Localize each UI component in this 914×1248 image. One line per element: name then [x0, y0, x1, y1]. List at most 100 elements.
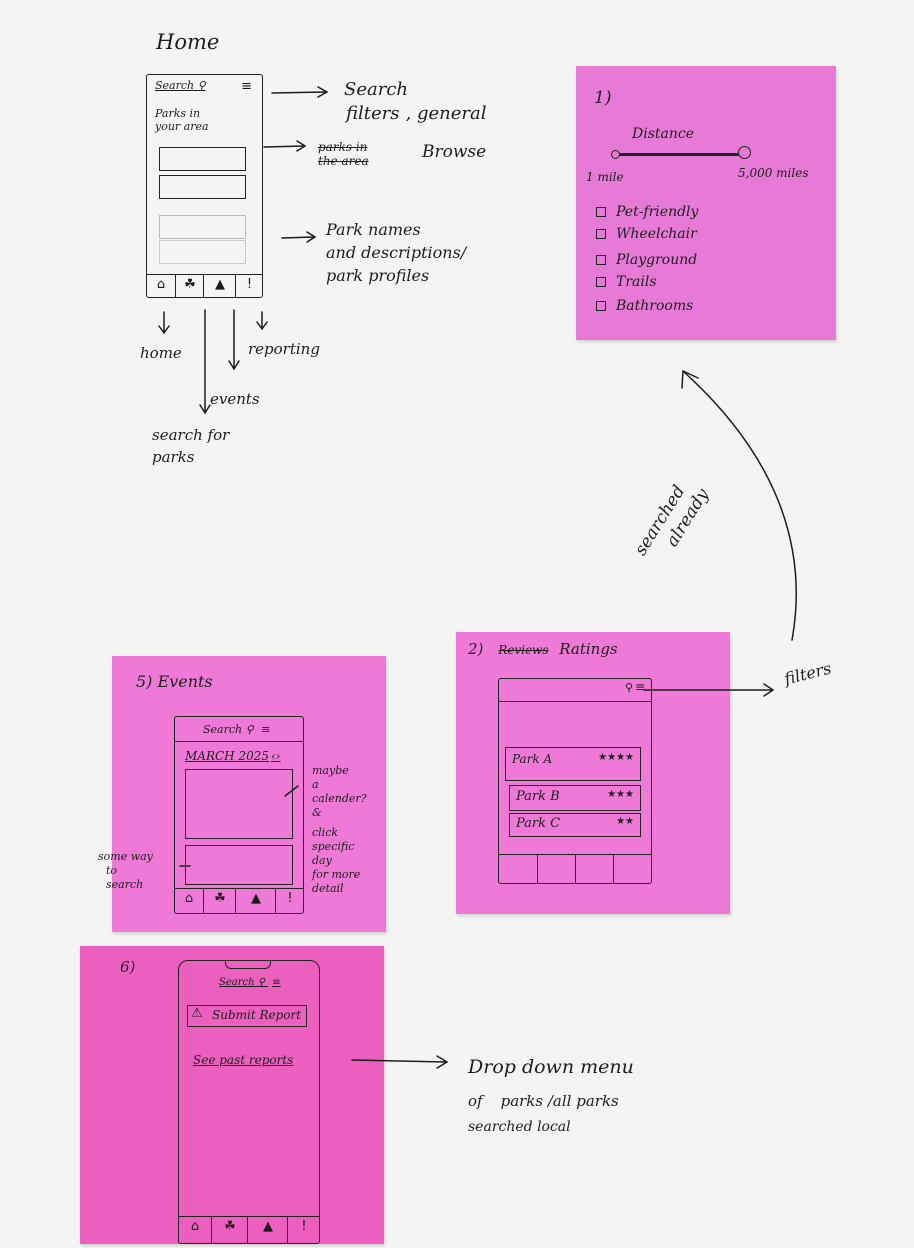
annotation-maybe-calendar: maybe a calender? & click specific day f…: [312, 764, 367, 895]
park-card: [159, 215, 246, 239]
bottom-nav: [499, 854, 651, 883]
search-box[interactable]: [185, 845, 293, 885]
filter-option-bathrooms[interactable]: Bathrooms: [596, 298, 693, 314]
home-icon: ⌂: [190, 1219, 200, 1234]
submit-report-button[interactable]: ⚠ Submit Report: [187, 1005, 307, 1027]
annotation-filters: filters: [782, 658, 834, 689]
tree-icon: ☘: [211, 1217, 248, 1243]
annotation-some-way-to-search: some way to search: [98, 850, 153, 891]
phone-notch: [225, 960, 271, 969]
search-icon: ⚲: [245, 723, 254, 736]
menu-icon: ≡: [261, 723, 271, 736]
events-phone-frame: Search ⚲ ≡ MARCH 2025‹› ⌂ ☘ ▲ !: [174, 716, 304, 914]
bottom-nav: ⌂ ☘ ▲ !: [179, 1216, 319, 1243]
checkbox[interactable]: [596, 277, 606, 287]
park-row[interactable]: Park A ★★★★: [505, 747, 641, 781]
home-title: Home: [156, 30, 220, 54]
bottom-nav: ⌂ ☘ ▲ !: [175, 888, 303, 913]
alert-icon: !: [287, 1217, 320, 1243]
search-label: Search ⚲ ≡: [203, 723, 271, 736]
note-number: 1): [594, 88, 612, 108]
see-past-reports-button[interactable]: See past reports: [193, 1053, 294, 1067]
checkbox[interactable]: [596, 255, 606, 265]
header-divider: [499, 701, 651, 702]
arrow-to-browse-annotation: [263, 140, 307, 152]
arrow-to-park-names-annotation: [281, 231, 317, 243]
warning-icon: ⚠: [191, 1006, 203, 1021]
filter-option-trails[interactable]: Trails: [596, 274, 657, 290]
events-icon: [575, 855, 614, 883]
park-card: [159, 175, 246, 199]
search-label: Search ⚲: [155, 79, 206, 92]
tree-icon: ☘: [175, 275, 204, 297]
ratings-phone-frame: ⚲ ≡ Park A ★★★★ Park B ★★★ Park C ★★: [498, 678, 652, 884]
month-label[interactable]: MARCH 2025‹›: [185, 749, 281, 763]
annotation-events: events: [210, 390, 260, 408]
header-divider: [175, 741, 303, 742]
events-title: 5) Events: [136, 672, 213, 691]
tree-icon: [537, 855, 576, 883]
home-icon: ⌂: [156, 277, 166, 292]
park-card: [159, 147, 246, 171]
annotation-search: Search filters, general: [344, 79, 487, 124]
filter-option-pet-friendly[interactable]: Pet-friendly: [596, 204, 698, 220]
filters-note: 1) Distance 1 mile 5,000 miles Pet-frien…: [576, 66, 836, 340]
search-label: Search ⚲ ≡: [219, 977, 281, 988]
checkbox[interactable]: [596, 301, 606, 311]
park-row[interactable]: Park B ★★★: [509, 785, 641, 811]
reports-number: 6): [120, 958, 136, 976]
search-icon: ⚲: [257, 977, 266, 988]
search-icon: ⚲: [197, 79, 206, 92]
distance-max-label: 5,000 miles: [738, 166, 809, 180]
distance-slider-max-handle[interactable]: [738, 146, 751, 159]
park-row[interactable]: Park C ★★: [509, 813, 641, 837]
menu-icon: ≡: [241, 79, 252, 94]
alert-icon: !: [275, 889, 304, 913]
arrow-to-search-annotation: [271, 86, 329, 98]
ratings-title: 2) Reviews Ratings: [468, 640, 618, 658]
menu-icon: ≡: [634, 680, 645, 694]
distance-slider-track[interactable]: [616, 153, 746, 156]
alert-icon: !: [235, 275, 263, 297]
annotation-browse: Browse: [422, 142, 487, 162]
park-name: Park A: [512, 752, 553, 766]
distance-slider-min-handle[interactable]: [611, 150, 620, 159]
arrow-to-reporting-label: [256, 311, 268, 331]
reports-note: 6) Search ⚲ ≡ ⚠ Submit Report See past r…: [80, 946, 384, 1244]
filter-option-playground[interactable]: Playground: [596, 252, 697, 268]
filter-option-wheelchair[interactable]: Wheelchair: [596, 226, 697, 242]
park-card: [159, 240, 246, 264]
events-icon: ▲: [203, 275, 236, 297]
annotation-park-names: Park names and descriptions/ park profil…: [326, 220, 467, 285]
arrow-to-events-label: [228, 309, 240, 371]
arrow-to-home-label: [158, 311, 170, 335]
rating-stars-icon: ★★★: [607, 789, 634, 800]
alert-icon: [613, 855, 652, 883]
menu-icon: ≡: [272, 977, 281, 988]
chevron-left-right-icon[interactable]: ‹›: [271, 749, 281, 763]
distance-label: Distance: [632, 126, 695, 142]
bottom-nav: ⌂ ☘ ▲ !: [147, 274, 262, 297]
events-icon: ▲: [235, 889, 276, 913]
search-icon: ⚲: [624, 681, 633, 694]
calendar-box[interactable]: [185, 769, 293, 839]
reports-phone-frame: Search ⚲ ≡ ⚠ Submit Report See past repo…: [178, 960, 320, 1244]
checkbox[interactable]: [596, 207, 606, 217]
ratings-note: 2) Reviews Ratings ⚲ ≡ Park A ★★★★ Park …: [456, 632, 730, 914]
annotation-reporting: reporting: [248, 340, 320, 358]
checkbox[interactable]: [596, 229, 606, 239]
rating-stars-icon: ★★: [616, 816, 634, 827]
park-name: Park C: [516, 816, 561, 831]
events-note: 5) Events Search ⚲ ≡ MARCH 2025‹› ⌂ ☘ ▲ …: [98, 656, 386, 932]
rating-stars-icon: ★★★★: [598, 752, 634, 763]
submit-report-label: Submit Report: [212, 1008, 302, 1022]
home-icon: ⌂: [184, 891, 194, 906]
annotation-home: home: [140, 344, 182, 362]
park-name: Park B: [516, 789, 560, 804]
